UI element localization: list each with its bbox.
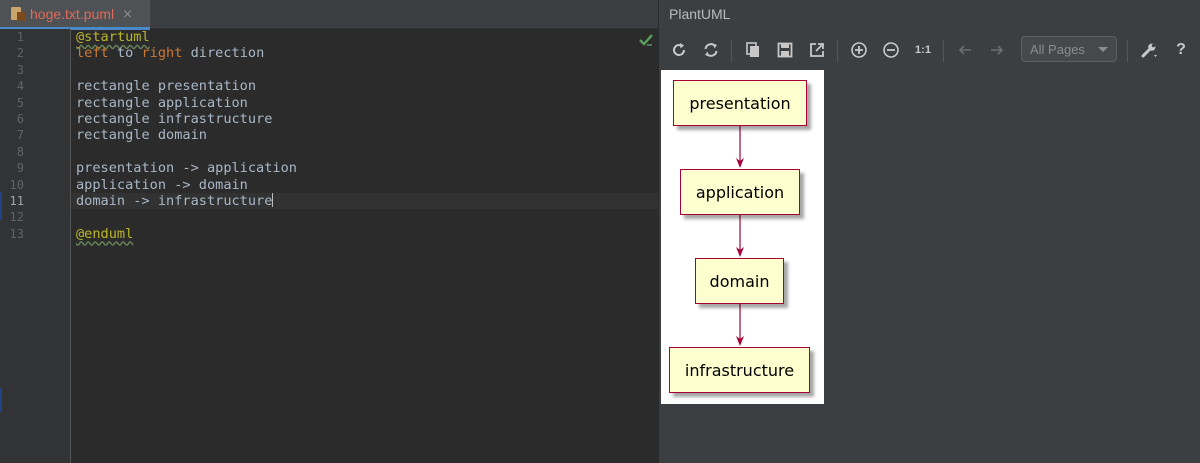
wrench-icon[interactable] [1137, 38, 1161, 62]
plantuml-toolbar: 1:1 All Pages ? [659, 34, 1200, 66]
toolbar-separator [731, 40, 732, 62]
tab-label: hoge.txt.puml [30, 6, 115, 22]
arrow-left-icon[interactable] [953, 38, 977, 62]
line-number: 2 [16, 46, 24, 61]
help-button[interactable]: ? [1169, 38, 1193, 62]
line-number: 9 [16, 161, 24, 176]
diagram-arrows [736, 126, 744, 346]
plantuml-tool-window: PlantUML 1:1 [658, 0, 1200, 463]
line-number: 13 [9, 226, 24, 241]
arrow-application-domain [736, 215, 744, 257]
code-line[interactable] [76, 144, 297, 160]
node-application: application [680, 169, 800, 215]
line-number: 7 [16, 128, 24, 143]
line-number: 10 [9, 177, 24, 192]
code-line[interactable]: rectangle infrastructure [76, 110, 273, 127]
line-number: 1 [16, 30, 24, 44]
actual-size-button[interactable]: 1:1 [911, 38, 935, 62]
zoom-out-icon[interactable] [879, 38, 903, 62]
line-number: 3 [16, 62, 24, 77]
copy-icon[interactable] [741, 38, 765, 62]
arrow-right-icon[interactable] [985, 38, 1009, 62]
node-presentation: presentation [673, 80, 807, 126]
code-line[interactable]: application -> domain [76, 176, 248, 193]
toolbar-separator [1127, 40, 1128, 62]
toolbar-separator [837, 40, 838, 62]
line-number: 12 [9, 210, 24, 225]
toolbar-separator [943, 40, 944, 62]
tab-hoge-txt-puml[interactable]: hoge.txt.puml × [0, 0, 150, 28]
line-number: 4 [16, 79, 24, 94]
node-domain: domain [695, 258, 784, 304]
line-number: 8 [16, 144, 24, 159]
line-number: 5 [16, 95, 24, 110]
line-number: 6 [16, 111, 24, 126]
puml-file-icon [10, 6, 26, 22]
code-line[interactable]: left to right direction [76, 45, 297, 61]
code-token: to [116, 45, 142, 62]
gutter-marker [0, 192, 2, 220]
text-caret [272, 192, 274, 207]
help-icon: ? [1176, 41, 1186, 58]
editor-tab-bar: hoge.txt.puml × [0, 0, 658, 30]
code-line[interactable]: domain -> infrastructure [76, 192, 274, 209]
code-token: direction [190, 45, 265, 62]
zoom-in-icon[interactable] [847, 38, 871, 62]
chevron-down-icon [1098, 46, 1108, 52]
export-icon[interactable] [805, 38, 829, 62]
code-line[interactable]: @enduml [76, 225, 134, 242]
code-line[interactable] [76, 209, 297, 225]
refresh-icon[interactable] [667, 38, 691, 62]
check-icon [639, 34, 653, 46]
current-line-highlight [71, 193, 658, 210]
code-line[interactable]: rectangle presentation [76, 78, 257, 95]
code-line[interactable] [76, 62, 297, 78]
active-tab-indicator [0, 27, 150, 30]
pages-select-value: All Pages [1030, 41, 1085, 57]
pane-title: PlantUML [669, 6, 731, 22]
gutter-marker [0, 388, 2, 412]
code-token: right [141, 45, 191, 62]
pages-select[interactable]: All Pages [1021, 36, 1117, 62]
code-line[interactable]: presentation -> application [76, 160, 297, 177]
close-icon[interactable]: × [122, 6, 133, 22]
sync-icon[interactable] [699, 38, 723, 62]
arrow-domain-infrastructure [736, 304, 744, 346]
code-token: left [76, 45, 117, 62]
save-icon[interactable] [773, 38, 797, 62]
node-infrastructure: infrastructure [669, 347, 810, 393]
code-line[interactable]: rectangle application [76, 94, 248, 111]
code-line[interactable]: rectangle domain [76, 127, 207, 144]
actual-size-label: 1:1 [915, 44, 931, 56]
uml-diagram-preview[interactable]: presentation application domain infrastr… [661, 70, 824, 404]
arrow-presentation-application [736, 126, 744, 168]
line-number: 11 [9, 193, 24, 208]
code-line[interactable]: @startuml [76, 29, 150, 45]
